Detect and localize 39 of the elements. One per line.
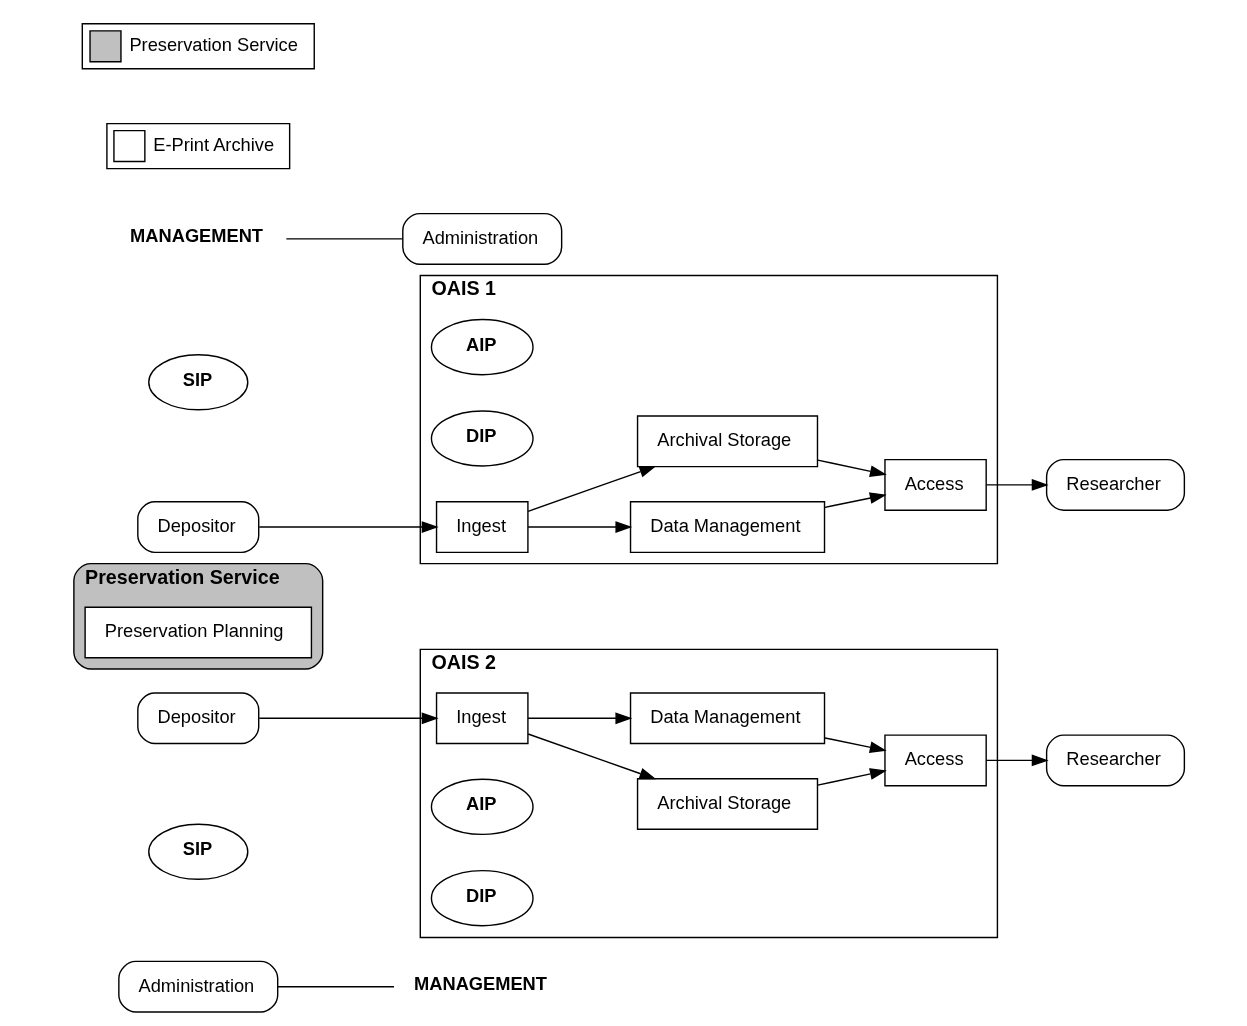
node-box: Archival Storage <box>636 777 819 830</box>
node-box: Researcher <box>1045 734 1186 787</box>
connector <box>277 986 395 988</box>
node-ellipse: AIP <box>430 318 534 376</box>
node-box: Researcher <box>1045 458 1186 511</box>
node-text: MANAGEMENT <box>414 973 547 995</box>
arrow <box>527 712 633 725</box>
arrow <box>824 737 887 754</box>
arrow <box>985 754 1049 767</box>
node-box: Preservation Planning <box>84 606 313 659</box>
node-ellipse: AIP <box>430 778 534 836</box>
connector <box>285 238 404 240</box>
node-box: Administration <box>118 960 279 1013</box>
legend-label: E-Print Archive <box>153 133 275 155</box>
node-ellipse: SIP <box>148 354 249 411</box>
arrow <box>527 733 657 780</box>
node-box: Archival Storage <box>636 415 819 468</box>
arrow <box>258 712 439 725</box>
node-ellipse: DIP <box>430 869 534 927</box>
node-ellipse: DIP <box>430 410 534 467</box>
node-box: Depositor <box>137 692 260 745</box>
arrow <box>985 478 1049 491</box>
node-ellipse: SIP <box>148 823 249 881</box>
node-box: Data Management <box>629 692 826 745</box>
node-box: Access <box>884 734 987 787</box>
node-text: MANAGEMENT <box>130 225 264 247</box>
arrow <box>817 768 887 786</box>
node-box: Administration <box>402 212 563 265</box>
node-box: Ingest <box>435 501 529 554</box>
node-box: Ingest <box>435 692 529 745</box>
node-box: Access <box>884 458 987 511</box>
arrow <box>527 521 633 533</box>
legend-label: Preservation Service <box>129 34 298 56</box>
arrow <box>258 521 439 533</box>
arrow <box>824 492 887 509</box>
arrow <box>527 466 657 513</box>
arrow <box>817 459 887 478</box>
node-box: Data Management <box>629 501 826 554</box>
node-box: Depositor <box>137 501 260 554</box>
